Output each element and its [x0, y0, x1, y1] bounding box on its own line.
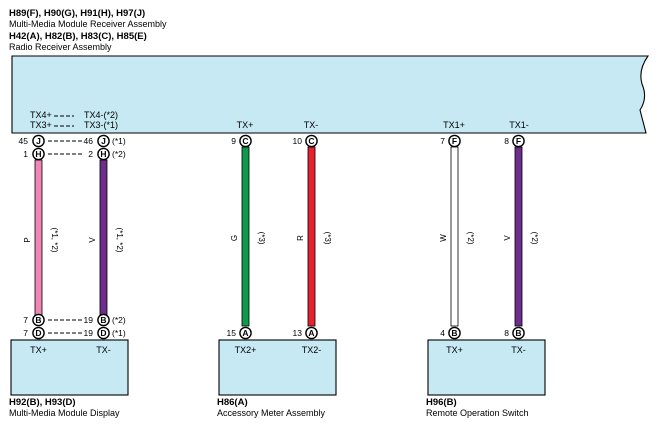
signal-tx-plus: TX+ [237, 120, 254, 130]
connector-circle [239, 326, 252, 340]
wire-color-label: R [296, 235, 305, 241]
pin-note: (*1) [112, 328, 126, 338]
connector-letter: F [452, 136, 457, 146]
connector-circle [97, 326, 110, 340]
wire-color-label: W [439, 234, 448, 242]
connector-circle [32, 326, 45, 340]
wire-green [241, 146, 250, 327]
connector-letter: C [308, 136, 314, 146]
pin-number: 4 [440, 328, 445, 338]
pin-number: 10 [293, 136, 303, 146]
switch-codes: H96(B) [426, 397, 457, 408]
pin-number: 15 [227, 328, 237, 338]
wire-note-label: (*2) [530, 232, 539, 245]
pin-number: 8 [504, 136, 509, 146]
pin-number: 9 [231, 136, 236, 146]
display-name: Multi-Media Module Display [9, 408, 120, 418]
pin-number: 7 [23, 315, 28, 325]
meter-signal-minus: TX2- [302, 345, 322, 355]
switch-component-box [427, 339, 546, 396]
top-assembly-name-2: Radio Receiver Assembly [9, 42, 112, 52]
wire-note-label: (*1, *2) [115, 228, 124, 253]
connector-circle [512, 134, 525, 148]
connector-letter: J [101, 136, 106, 146]
meter-signal-plus: TX2+ [235, 345, 257, 355]
display-component-box [10, 339, 129, 396]
connector-letter: B [451, 328, 457, 338]
meter-codes: H86(A) [217, 397, 248, 408]
wire-color-label: V [503, 235, 512, 241]
connector-letter: B [100, 315, 106, 325]
switch-signal-minus: TX- [511, 345, 526, 355]
switch-name: Remote Operation Switch [426, 408, 529, 418]
wire-purple-2 [514, 146, 523, 327]
pin-number: 46 [84, 136, 94, 146]
pin-number: 19 [84, 315, 94, 325]
wire-color-label: P [23, 237, 32, 242]
wire-color-label: G [230, 235, 239, 241]
top-assembly-codes-1: H89(F), H90(G), H91(H), H97(J) [9, 8, 145, 19]
top-assembly-codes-2: H42(A), H82(B), H83(C), H85(E) [9, 31, 147, 42]
pin-number: 1 [23, 149, 28, 159]
pin-number: 13 [293, 328, 303, 338]
connector-circle [97, 134, 110, 148]
wire-red [307, 146, 316, 327]
connector-letter: H [100, 149, 106, 159]
display-codes: H92(B), H93(D) [9, 397, 76, 408]
pin-number: 45 [19, 136, 29, 146]
connector-letter: D [35, 328, 41, 338]
connector-circle [305, 134, 318, 148]
display-signal-plus: TX+ [30, 345, 47, 355]
signal-tx1-minus: TX1- [509, 120, 529, 130]
pin-note: (*2) [112, 315, 126, 325]
signal-tx-minus: TX- [304, 120, 319, 130]
display-signal-minus: TX- [96, 345, 111, 355]
pin-number: 19 [84, 328, 94, 338]
connector-circle [448, 134, 461, 148]
connector-circle [305, 326, 318, 340]
connector-letter: H [35, 149, 41, 159]
connector-circle [32, 134, 45, 148]
pin-number: 7 [440, 136, 445, 146]
pin-number: 8 [504, 328, 509, 338]
connector-circle [97, 147, 110, 161]
wire-pink [34, 159, 43, 316]
connector-letter: D [100, 328, 106, 338]
wire-purple-1 [99, 159, 108, 316]
signal-tx1-plus: TX1+ [443, 120, 465, 130]
wire-color-label: V [88, 237, 97, 243]
wire-note-label: (*2) [466, 232, 475, 245]
connector-letter: A [242, 328, 248, 338]
meter-name: Accessory Meter Assembly [217, 408, 326, 418]
switch-signal-plus: TX+ [446, 345, 463, 355]
connector-letter: B [35, 315, 41, 325]
wire-white [450, 146, 459, 327]
connector-circle [97, 313, 110, 327]
connector-circle [32, 313, 45, 327]
connector-letter: A [308, 328, 314, 338]
wire-note-label: (*3) [323, 232, 332, 245]
connector-circle [512, 326, 525, 340]
receiver-assembly-box [11, 55, 650, 134]
pin-note: (*2) [112, 149, 126, 159]
connector-letter: C [242, 136, 248, 146]
connector-circle [448, 326, 461, 340]
pin-number: 7 [23, 328, 28, 338]
signal-tx3-minus: TX3-(*1) [84, 120, 118, 130]
connector-circle [32, 147, 45, 161]
pin-number: 2 [88, 149, 93, 159]
wire-note-label: (*3) [257, 232, 266, 245]
connector-letter: J [36, 136, 41, 146]
wire-note-label: (*1, *2) [50, 228, 59, 253]
signal-tx3-plus: TX3+ [30, 120, 52, 130]
meter-component-box [218, 339, 337, 396]
signal-tx4-plus: TX4+ [30, 110, 52, 120]
top-assembly-name-1: Multi-Media Module Receiver Assembly [9, 19, 167, 29]
signal-tx4-minus: TX4-(*2) [84, 110, 118, 120]
connector-letter: F [516, 136, 521, 146]
connector-letter: B [515, 328, 521, 338]
pin-note: (*1) [112, 136, 126, 146]
connector-circle [239, 134, 252, 148]
